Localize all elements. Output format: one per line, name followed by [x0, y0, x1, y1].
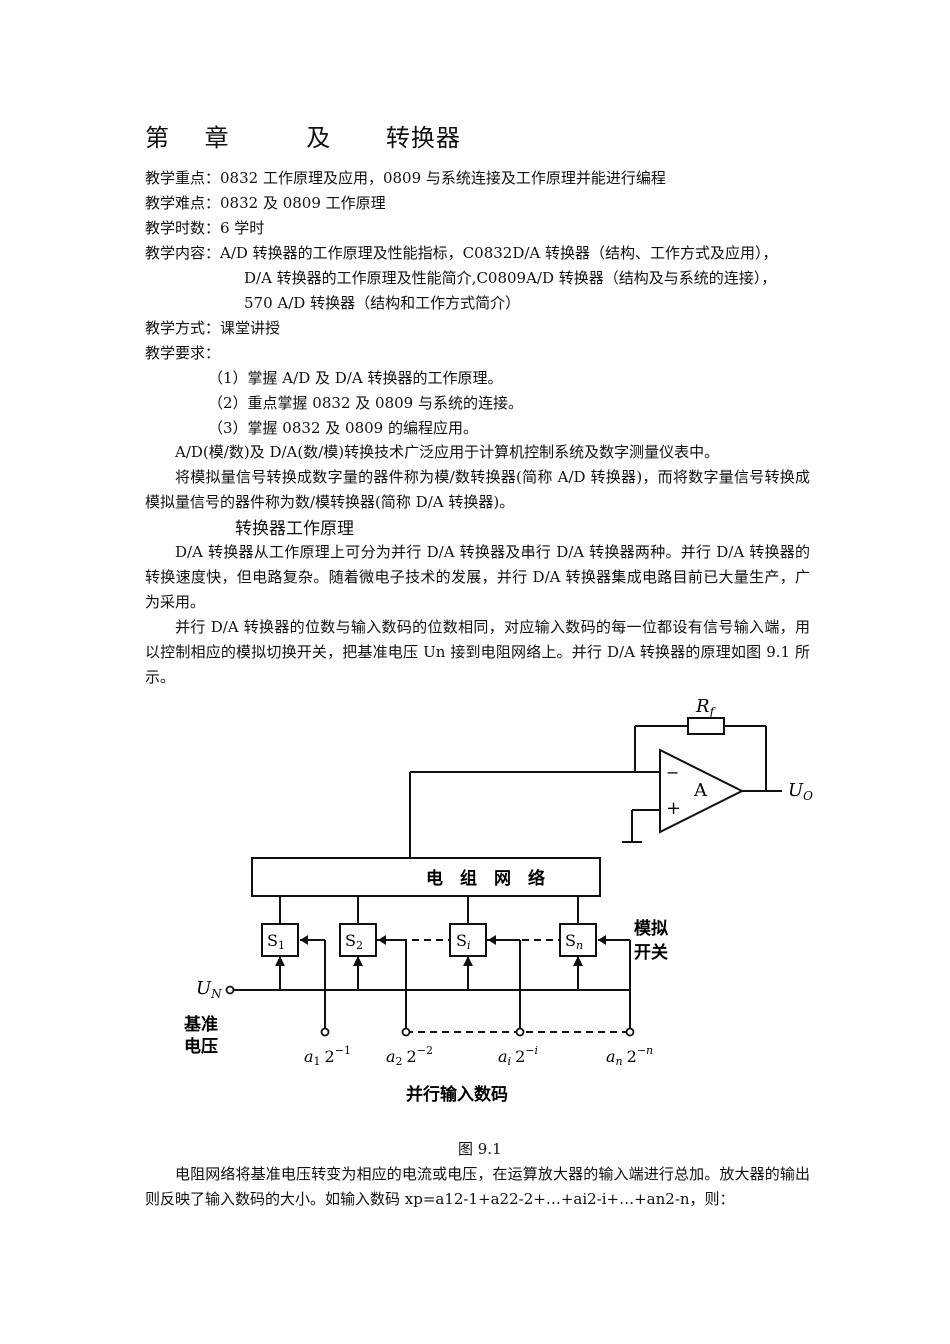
intro-paragraph-2: 将模拟量信号转换成数字量的器件称为模/数转换器(简称 A/D 转换器)，而将数字… — [145, 468, 810, 511]
input-terminal-n — [625, 1027, 635, 1037]
reference-label-2: 电压 — [184, 1036, 218, 1057]
resistor-network-box — [251, 857, 601, 897]
arrowhead-control-n — [598, 935, 606, 945]
un-terminal — [225, 985, 235, 995]
un-label: UN — [196, 978, 222, 1001]
analog-switch-label-2: 开关 — [634, 942, 668, 963]
arrowhead-control-2 — [378, 935, 386, 945]
input-terminal-1 — [320, 1027, 330, 1037]
arrowhead-switch-1 — [275, 956, 285, 966]
switch-label-2: S2 — [345, 931, 363, 952]
input-terminal-i — [515, 1027, 525, 1037]
figure-9-1-circuit: Rf A − + UO 电 组 网 络 S1 S2 Si Sn 模拟 开关 UN… — [160, 690, 840, 1110]
switch-label-n: Sn — [565, 931, 583, 952]
teaching-method: 教学方式：课堂讲授 — [145, 319, 281, 337]
section-heading: 转换器工作原理 — [235, 519, 354, 539]
reference-label-1: 基准 — [183, 1014, 218, 1035]
teaching-difficulty: 教学难点：0832 及 0809 工作原理 — [145, 194, 386, 212]
rf-label: Rf — [695, 696, 717, 719]
requirement-3: （3）掌握 0832 及 0809 的编程应用。 — [208, 419, 478, 437]
teaching-requirements: 教学要求： — [145, 344, 221, 362]
title-part-4: 转换器 — [385, 124, 461, 152]
minus-sign: − — [666, 763, 679, 782]
uo-label: UO — [788, 780, 813, 803]
plus-sign: + — [666, 798, 681, 819]
closing-paragraph: 电阻网络将基准电压转变为相应的电流或电压，在运算放大器的输入端进行总加。放大器的… — [145, 1165, 810, 1208]
title-part-2: 章 — [204, 124, 230, 152]
arrowhead-switch-i — [463, 956, 473, 966]
section-paragraph-2: 并行 D/A 转换器的位数与输入数码的位数相同，对应输入数码的每一位都设有信号输… — [145, 618, 810, 686]
figure-caption: 图 9.1 — [458, 1140, 502, 1158]
section-paragraph-1: D/A 转换器从工作原理上可分为并行 D/A 转换器及串行 D/A 转换器两种。… — [145, 543, 810, 611]
switch-label-i: Si — [456, 931, 471, 952]
teaching-content-1: 教学内容：A/D 转换器的工作原理及性能指标，C0832D/A 转换器（结构、工… — [145, 244, 778, 262]
requirement-1: （1）掌握 A/D 及 D/A 转换器的工作原理。 — [208, 369, 503, 387]
chapter-title: 第 章 及 转换器 — [145, 118, 461, 153]
intro-paragraph-1: A/D(模/数)及 D/A(数/模)转换技术广泛应用于计算机控制系统及数字测量仪… — [175, 443, 720, 461]
op-amp-triangle — [659, 748, 745, 834]
requirement-2: （2）重点掌握 0832 及 0809 与系统的连接。 — [208, 394, 523, 412]
teaching-content-2: D/A 转换器的工作原理及性能简介,C0809A/D 转换器（结构及与系统的连接… — [244, 269, 777, 287]
teaching-hours: 教学时数：6 学时 — [145, 219, 265, 237]
teaching-focus: 教学重点：0832 工作原理及应用，0809 与系统连接及工作原理并能进行编程 — [145, 169, 666, 187]
title-part-1: 第 — [145, 124, 170, 152]
arrowhead-control-1 — [300, 935, 308, 945]
circuit-diagram: Rf A − + UO 电 组 网 络 S1 S2 Si Sn 模拟 开关 UN… — [183, 696, 813, 1105]
amplifier-label: A — [693, 780, 708, 801]
input-terminal-2 — [401, 1027, 411, 1037]
switch-label-1: S1 — [267, 931, 285, 952]
arrowhead-control-i — [488, 935, 496, 945]
arrowhead-switch-n — [573, 956, 583, 966]
analog-switch-label-1: 模拟 — [634, 918, 668, 939]
parallel-input-label: 并行输入数码 — [406, 1084, 508, 1105]
teaching-content-3: 570 A/D 转换器（结构和工作方式简介） — [244, 294, 521, 312]
title-part-3: 及 — [306, 124, 332, 152]
feedback-resistor — [687, 717, 725, 735]
arrowhead-switch-2 — [353, 956, 363, 966]
network-label: 电 组 网 络 — [426, 868, 545, 889]
